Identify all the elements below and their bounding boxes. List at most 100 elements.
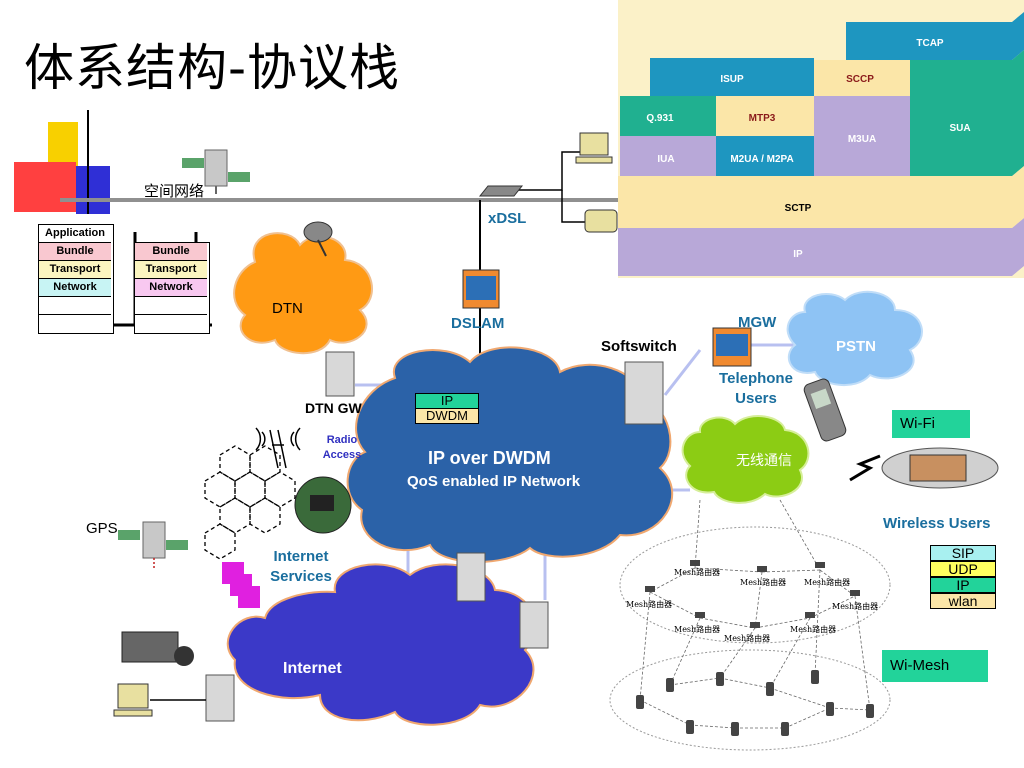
mesh-router-label-8: Mesh路由器 — [724, 634, 771, 643]
telephone-users-label: Telephone Users — [719, 370, 793, 407]
wireless-layer-ip: IP — [930, 577, 996, 593]
mesh-router-label-1: Mesh路由器 — [674, 568, 721, 577]
dtn-right-layer-network: Network — [135, 279, 207, 297]
label-sccp: SCCP — [846, 74, 874, 85]
server-icon-softswitch — [624, 361, 664, 425]
layer-m2ua — [716, 136, 814, 176]
layer-sctp — [618, 166, 1024, 228]
dslam-label: DSLAM — [451, 315, 505, 332]
layer-sccp — [814, 60, 910, 96]
dtn-layer-bundle: Bundle — [39, 243, 111, 261]
wireless-stack: SIP UDP IP wlan — [930, 545, 996, 609]
video-device-icon — [881, 447, 999, 489]
server-icon-internet-3 — [205, 674, 235, 722]
mesh-router-label-6: Mesh路由器 — [674, 625, 721, 634]
wi-mesh-box: Wi-Mesh — [882, 650, 988, 682]
server-icon-internet-1 — [456, 552, 486, 602]
radio-tower-icon — [255, 427, 301, 469]
dtn-right-layer-transport: Transport — [135, 261, 207, 279]
internet-label: Internet — [283, 660, 342, 677]
label-iua: IUA — [657, 154, 674, 165]
phone-icon-xdsl — [584, 209, 618, 233]
label-mtp3: MTP3 — [749, 113, 776, 124]
dtn-right-layer-empty — [135, 297, 207, 315]
xdsl-link-phone — [561, 190, 585, 223]
layer-q931 — [620, 96, 716, 136]
server-icon-internet-2 — [519, 601, 549, 649]
label-m2ua: M2UA / M2PA — [730, 154, 793, 165]
label-isup: ISUP — [720, 74, 744, 85]
satellite-icon-gps — [118, 521, 188, 568]
layer-ip — [618, 218, 1024, 276]
pstn-label: PSTN — [836, 338, 877, 355]
label-sua: SUA — [949, 123, 970, 134]
layer-mtp3 — [716, 96, 814, 136]
dtn-right-layer-bundle: Bundle — [135, 243, 207, 261]
gps-label: GPS — [86, 520, 118, 537]
core-subtitle: QoS enabled IP Network — [407, 473, 581, 490]
layer-m3ua — [814, 96, 910, 176]
wireless-comm-label: 无线通信 — [736, 453, 792, 469]
wireless-users-label: Wireless Users — [883, 515, 991, 532]
decor-red-square — [14, 162, 76, 212]
wireless-layer-udp: UDP — [930, 561, 996, 577]
router-icon — [478, 185, 524, 197]
space-network-label: 空间网络 — [144, 182, 205, 200]
label-ip: IP — [793, 249, 803, 260]
dtn-layer-empty-1 — [39, 297, 111, 315]
page-title: 体系结构-协议栈 — [24, 39, 401, 97]
protocol-stack-graphic: TCAP ISUP SCCP Q.931 MTP3 M3UA SUA IUA M… — [618, 0, 1024, 278]
link-softswitch-mgw — [663, 349, 702, 396]
magenta-squares-decor — [222, 562, 260, 608]
internet-cloud — [226, 563, 536, 726]
wireless-layer-wlan: wlan — [930, 593, 996, 609]
label-tcap: TCAP — [916, 38, 944, 49]
wireless-cloud — [681, 415, 810, 504]
decor-blue-square — [76, 166, 110, 214]
mobile-phone-icon — [803, 378, 847, 442]
wireless-layer-sip: SIP — [930, 545, 996, 561]
dtn-layer-network: Network — [39, 279, 111, 297]
label-q931: Q.931 — [646, 113, 674, 124]
mesh-client-oval — [609, 649, 891, 751]
core-dwdm-box: DWDM — [415, 408, 479, 424]
xdsl-label: xDSL — [488, 210, 527, 227]
mesh-router-label-3: Mesh路由器 — [804, 578, 851, 587]
dtn-layer-application: Application — [39, 225, 111, 243]
label-sctp: SCTP — [785, 203, 812, 214]
mesh-router-label-5: Mesh路由器 — [832, 602, 879, 611]
dtn-stack-left: Application Bundle Transport Network — [38, 224, 114, 334]
mesh-devices — [636, 560, 874, 736]
mesh-router-label-7: Mesh路由器 — [790, 625, 837, 634]
layer-iua — [620, 136, 716, 176]
satellite-dish-icon — [303, 221, 333, 257]
dtn-stack-right: Bundle Transport Network — [134, 242, 210, 334]
mgw-device-icon — [712, 327, 752, 367]
layer-tcap — [846, 12, 1024, 60]
dtn-gw-label: DTN GW — [305, 400, 362, 416]
core-ip-box: IP — [415, 393, 479, 409]
mesh-router-oval — [619, 526, 891, 644]
layer-isup — [650, 58, 814, 96]
dtn-layer-transport: Transport — [39, 261, 111, 279]
mesh-router-label-2: Mesh路由器 — [740, 578, 787, 587]
dtn-label: DTN — [272, 300, 303, 317]
layer-sua — [910, 50, 1024, 176]
dslam-device-icon — [462, 269, 500, 309]
xdsl-link-computer — [510, 151, 585, 191]
satellite-icon-top — [182, 149, 250, 194]
label-m3ua: M3UA — [848, 134, 876, 145]
mesh-router-label-4: Mesh路由器 — [626, 600, 673, 609]
hex-grid — [204, 445, 296, 560]
computer-icon-xdsl — [575, 132, 613, 164]
dtn-cloud — [233, 232, 373, 355]
wifi-box: Wi-Fi — [892, 410, 970, 438]
computer-icon-internet — [113, 683, 153, 717]
lightning-icon — [849, 454, 881, 482]
radio-access-label: Radio Access — [322, 434, 362, 461]
core-title: IP over DWDM — [428, 448, 551, 468]
mgw-label: MGW — [738, 314, 777, 331]
camcorder-icon — [121, 631, 194, 666]
